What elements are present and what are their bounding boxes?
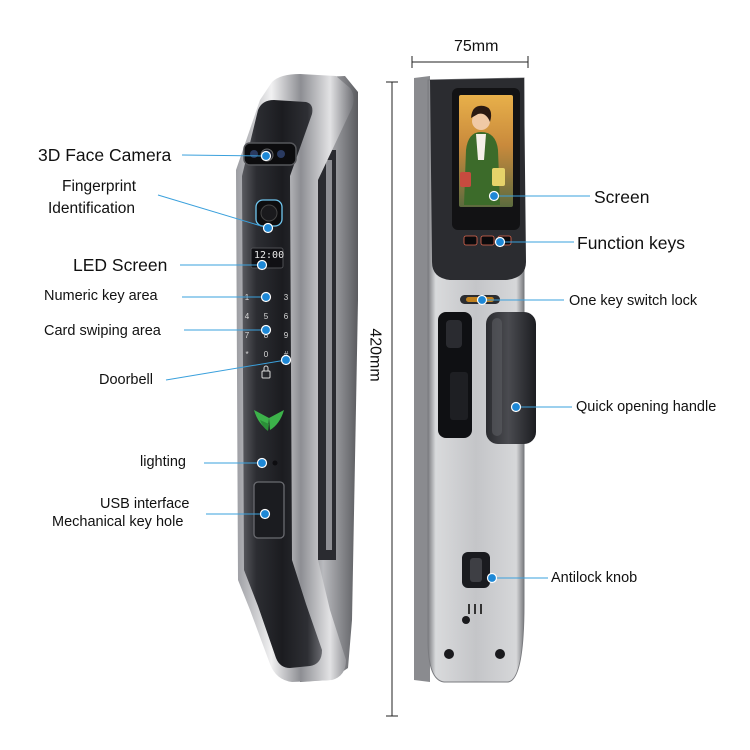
label-doorbell: Doorbell <box>99 372 153 388</box>
label-one-key-switch-lock: One key switch lock <box>569 293 698 309</box>
keypad-key: # <box>284 350 289 359</box>
width-dimension-label: 75mm <box>454 38 499 55</box>
callout-dot-face-camera <box>260 150 272 162</box>
leader-line-doorbell <box>165 359 287 381</box>
label-mechanical-key-hole: Mechanical key hole <box>52 514 184 530</box>
callout-dot-function-keys <box>494 236 506 248</box>
callout-dot-handle <box>510 401 522 413</box>
led-clock: 12:00 <box>254 250 285 261</box>
label-fingerprint-line2: Identification <box>48 200 136 217</box>
front-panel <box>236 74 358 682</box>
callout-dot-numeric-keys <box>260 291 272 303</box>
height-dimension-label: 420mm <box>366 328 384 382</box>
keypad-key: * <box>245 350 248 359</box>
keypad-key: 6 <box>284 312 289 321</box>
keypad-key: 8 <box>264 331 269 340</box>
label-quick-opening-handle: Quick opening handle <box>576 399 717 415</box>
label-screen: Screen <box>594 187 650 207</box>
dimension-lines <box>386 56 529 717</box>
label-card-swiping-area: Card swiping area <box>44 323 161 339</box>
label-antilock-knob: Antilock knob <box>551 570 638 586</box>
keypad-key: 5 <box>264 312 269 321</box>
callout-dot-switch-lock <box>476 294 488 306</box>
callout-dot-doorbell <box>280 354 292 366</box>
label-3d-face-camera: 3D Face Camera <box>38 145 172 165</box>
leader-lines <box>157 150 590 584</box>
label-usb-interface: USB interface <box>100 496 190 512</box>
label-lighting: lighting <box>140 454 186 470</box>
keypad-key: 9 <box>284 331 289 340</box>
keypad-key: 7 <box>245 331 250 340</box>
callout-dot-antilock <box>486 572 498 584</box>
label-numeric-key-area: Numeric key area <box>44 288 158 304</box>
keypad-key: 3 <box>284 293 289 302</box>
callout-dot-led-screen <box>256 259 268 271</box>
callout-dot-screen <box>488 190 500 202</box>
callout-dot-usb-keyhole <box>259 508 271 520</box>
leader-line-face-camera <box>181 154 267 157</box>
keypad-key: 4 <box>245 312 250 321</box>
label-function-keys: Function keys <box>577 233 685 253</box>
callout-dot-fingerprint <box>262 222 274 234</box>
callout-dot-lighting <box>256 457 268 469</box>
leader-line-fingerprint <box>157 194 269 229</box>
keypad-key: 0 <box>264 350 269 359</box>
back-panel <box>414 76 536 683</box>
callout-dot-card-swipe <box>260 324 272 336</box>
label-led-screen: LED Screen <box>73 255 168 275</box>
label-fingerprint-line1: Fingerprint <box>62 178 137 195</box>
